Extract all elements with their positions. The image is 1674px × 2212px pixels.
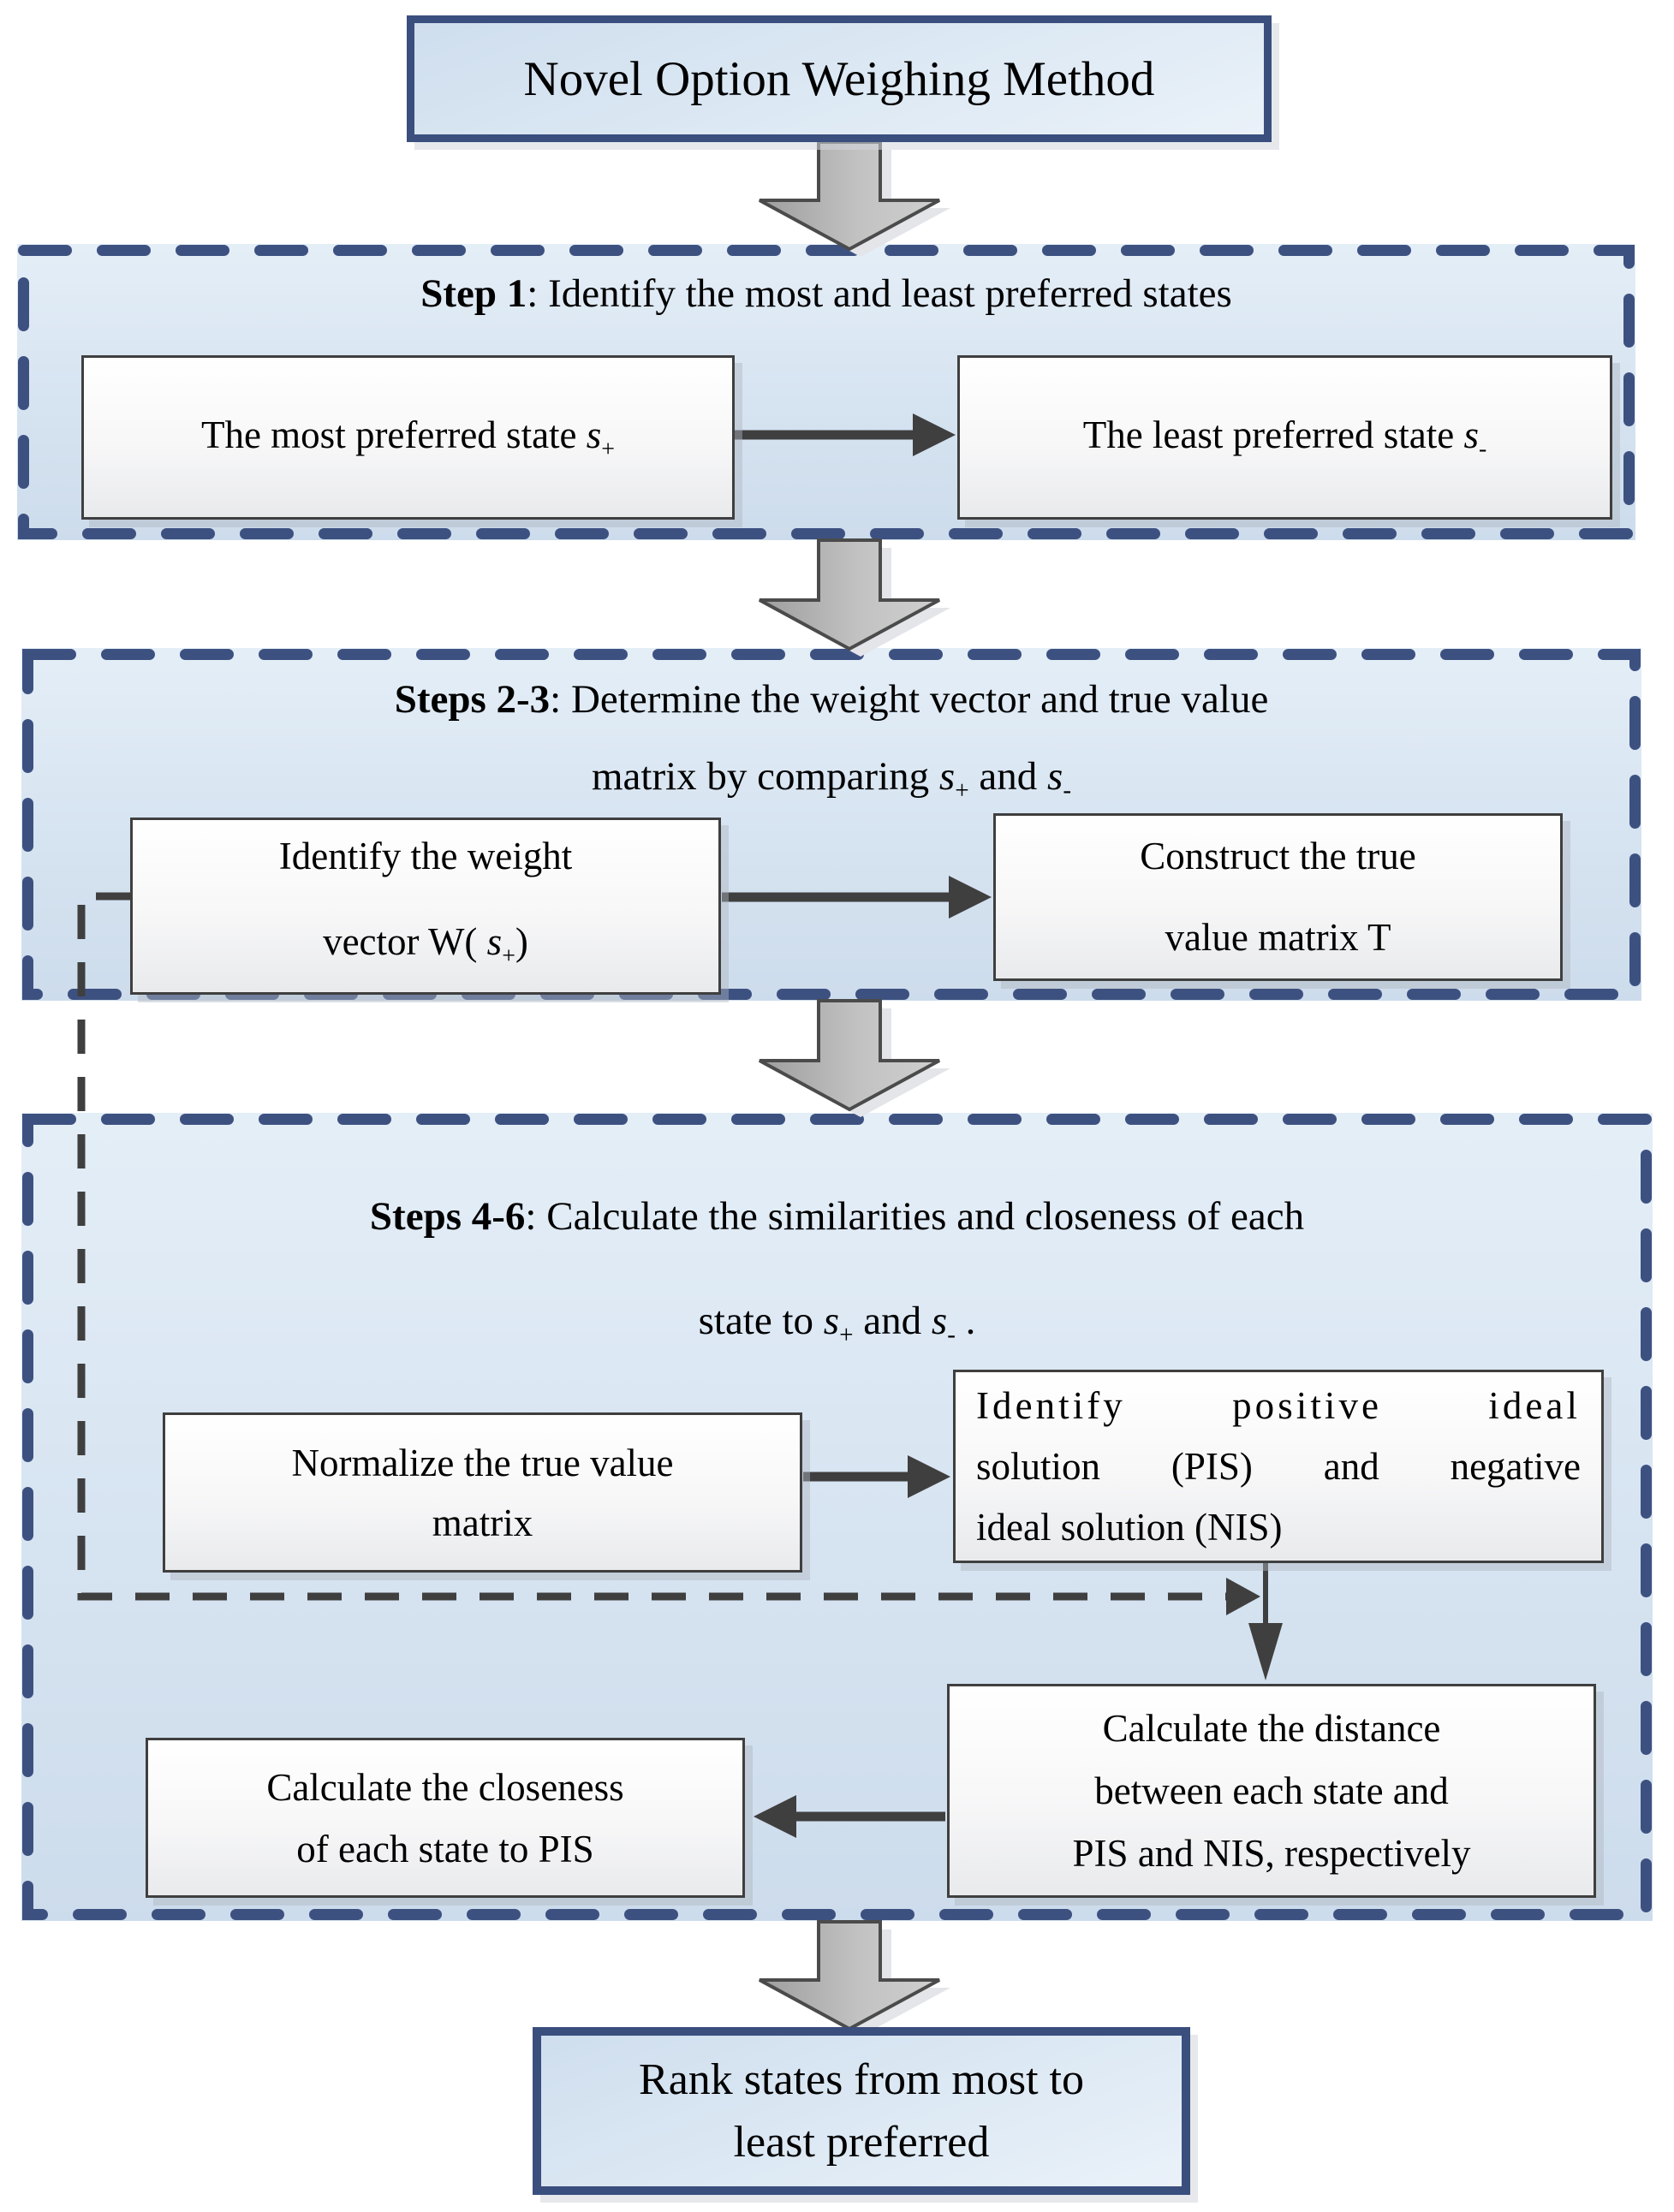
least-preferred-state-box: The least preferred state s-: [957, 355, 1612, 520]
least-preferred-state-label: The least preferred state s-: [1082, 413, 1487, 462]
method-title: Novel Option Weighing Method: [523, 51, 1155, 106]
distance-line1: Calculate the distance: [1102, 1706, 1441, 1750]
steps23-title-line2: matrix by comparing s+ and s-: [591, 754, 1072, 805]
rank-line2: least preferred: [733, 2118, 990, 2167]
calculate-closeness-box: Calculate the closeness of each state to…: [146, 1738, 745, 1898]
steps46-title: Steps 4-6: Calculate the similarities an…: [21, 1164, 1653, 1387]
method-title-box: Novel Option Weighing Method: [407, 15, 1272, 142]
distance-line3: PIS and NIS, respectively: [1072, 1831, 1471, 1875]
block-arrow-shadow-icon: [771, 150, 950, 257]
steps23-title-line1: Steps 2-3: Determine the weight vector a…: [394, 677, 1269, 722]
most-preferred-state-box: The most preferred state s+: [81, 355, 735, 520]
normalize-line1: Normalize the true value: [291, 1441, 674, 1484]
closeness-line1: Calculate the closeness: [266, 1765, 624, 1809]
step1-title: Step 1: Identify the most and least pref…: [420, 271, 1232, 316]
pis-nis-line1: Identify positive ideal: [976, 1383, 1581, 1427]
normalize-matrix-box: Normalize the true value matrix: [163, 1412, 802, 1573]
weight-vector-line2: vector W( s+): [323, 920, 528, 969]
pis-nis-line3: ideal solution (NIS): [976, 1505, 1283, 1549]
pis-nis-line2: solution (PIS) and negative: [976, 1444, 1581, 1488]
identify-weight-vector-box: Identify the weight vector W( s+): [130, 818, 721, 995]
identify-pis-nis-box: Identify positive ideal solution (PIS) a…: [953, 1370, 1604, 1563]
distance-line2: between each state and: [1094, 1769, 1449, 1812]
calculate-distance-box: Calculate the distance between each stat…: [947, 1684, 1596, 1898]
most-preferred-state-label: The most preferred state s+: [200, 413, 616, 462]
rank-line1: Rank states from most to: [639, 2055, 1084, 2104]
flow-down-arrow-icon: [759, 999, 940, 1112]
block-arrow-shadow-icon: [771, 1930, 950, 2037]
flow-down-arrow-icon: [759, 140, 940, 252]
block-arrow-shadow-icon: [771, 548, 950, 657]
flow-down-arrow-icon: [759, 538, 940, 651]
weight-vector-line1: Identify the weight: [278, 835, 573, 877]
rank-states-box: Rank states from most to least preferred: [533, 2027, 1190, 2195]
normalize-line2: matrix: [432, 1501, 533, 1544]
construct-matrix-line2: value matrix T: [1165, 916, 1391, 959]
construct-matrix-line1: Construct the true: [1140, 835, 1416, 877]
block-arrow-shadow-icon: [771, 1008, 950, 1117]
flow-down-arrow-icon: [759, 1920, 940, 2031]
construct-true-value-matrix-box: Construct the true value matrix T: [993, 813, 1563, 981]
steps23-title: Steps 2-3: Determine the weight vector a…: [21, 661, 1641, 829]
steps46-title-line1: Steps 4-6: Calculate the similarities an…: [369, 1194, 1305, 1239]
closeness-line2: of each state to PIS: [296, 1827, 594, 1870]
